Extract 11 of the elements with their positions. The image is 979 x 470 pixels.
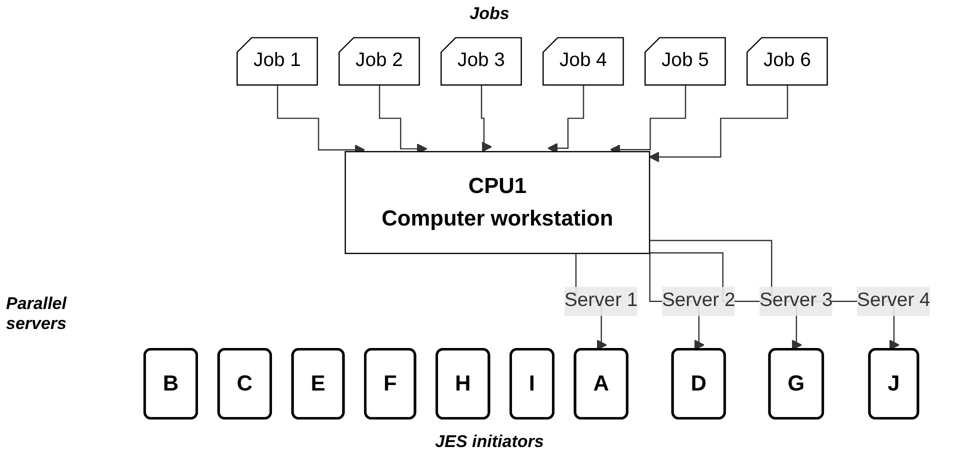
annotation-label: Parallel servers: [6, 294, 68, 334]
arrow: [650, 252, 802, 350]
edge-label: Server 2: [662, 290, 736, 312]
annotation-label: JES initiators: [435, 432, 544, 452]
edge-label: Server 4: [857, 290, 930, 312]
title: Jobs: [470, 4, 510, 24]
arrow: [648, 84, 788, 162]
edge-label: Server 3: [760, 290, 833, 312]
edge-label: Server 1: [564, 290, 638, 312]
node-box: CPU1 Computer workstation: [344, 151, 650, 254]
arrow: [480, 84, 492, 152]
